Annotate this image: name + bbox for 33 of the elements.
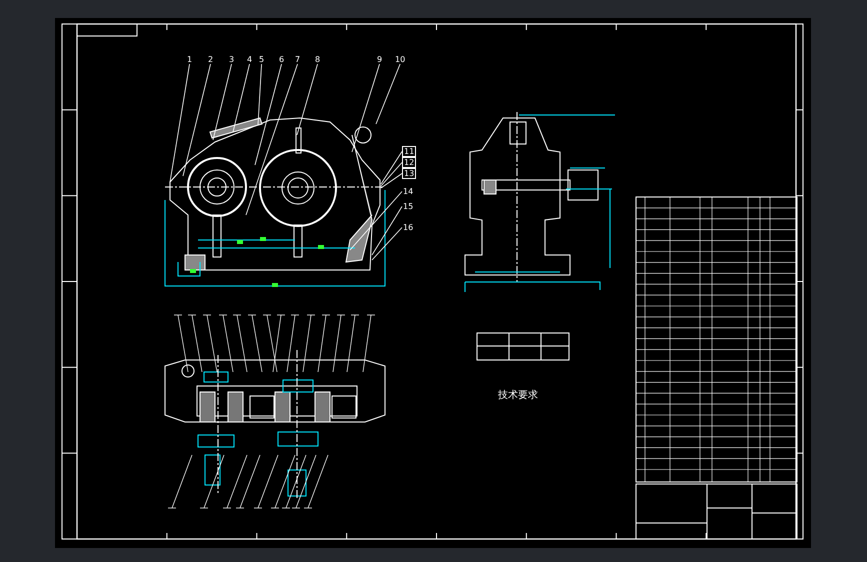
callout-number: 2 [207,55,214,64]
leader-line [352,64,380,152]
callout-number: 16 [402,223,414,232]
callout-number: 5 [258,55,266,64]
callout-number: 9 [376,55,384,64]
callout-number: 10 [394,55,406,64]
callout-number: 8 [314,55,322,64]
section-heading: 技术要求 [498,388,538,402]
leader-line [380,162,402,186]
callout-number: 7 [294,55,302,64]
leader-line [212,64,232,140]
callout-number: 11 [402,146,416,157]
leader-line [350,191,402,250]
callout-number: 4 [246,55,254,64]
leader-line [372,206,402,256]
leader-line [380,151,402,184]
leader-line [296,64,318,136]
callout-number: 1 [186,55,194,64]
callout-number: 3 [228,55,236,64]
leader-line [182,64,211,176]
leader-line [376,64,400,124]
leader-line [246,64,298,216]
leader-line [170,64,190,182]
callout-number: 13 [402,168,416,179]
callout-number: 12 [402,157,416,168]
leader-line [254,64,282,166]
leader-line [380,173,402,188]
callout-number: 15 [402,202,414,211]
callout-number: 14 [402,187,414,196]
leader-line [258,64,262,126]
leader-line [372,227,402,260]
leader-line [232,64,250,132]
callout-number: 6 [278,55,286,64]
